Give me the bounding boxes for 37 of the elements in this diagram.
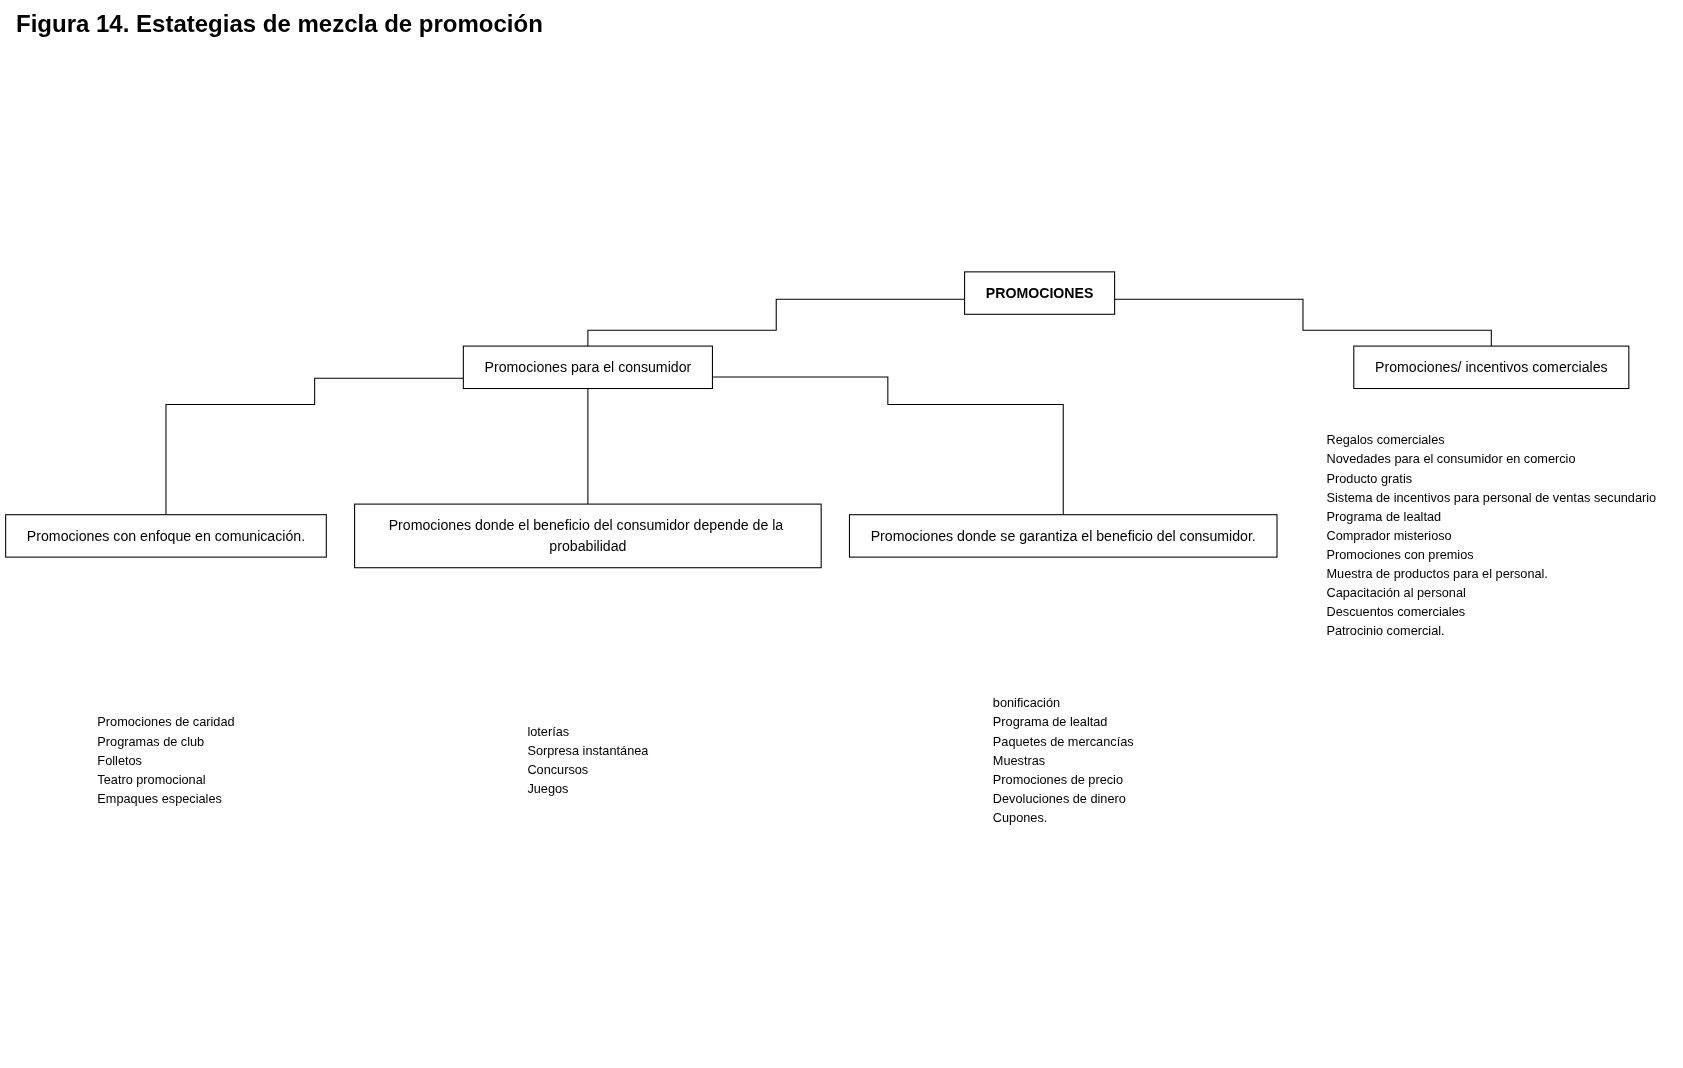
node-label: Teatro promocional	[97, 772, 206, 787]
node-label: bonificación	[992, 696, 1061, 711]
node-box: Promociones/ incentivos comerciales	[1353, 345, 1630, 390]
node-box: Promociones con enfoque en comunicación.	[5, 514, 327, 558]
node-label: Promociones de precio	[992, 772, 1124, 787]
node-label: Producto gratis	[1326, 471, 1413, 486]
node-label: Capacitación al personal	[1326, 585, 1466, 600]
node-label: Descuentos comerciales	[1326, 604, 1466, 619]
node-label: Programa de lealtad	[1326, 509, 1442, 524]
connector	[165, 377, 464, 516]
node-box: PROMOCIONES	[964, 271, 1116, 315]
connector	[587, 388, 589, 505]
node-label: Muestras	[992, 753, 1046, 768]
node-label: Sorpresa instantánea	[527, 743, 649, 758]
node-label: Devoluciones de dinero	[992, 791, 1126, 806]
node-label: Sistema de incentivos para personal de ventas secundario	[1326, 490, 1657, 505]
node-label: Novedades para el consumidor en comercio	[1326, 452, 1576, 467]
node-label: Concursos	[527, 762, 589, 777]
figure-title: Figura 14. Estategias de mezcla de promoción	[16, 10, 543, 38]
node-label: Empaques especiales	[97, 791, 222, 806]
node-label: Programa de lealtad	[992, 715, 1108, 730]
node-label: Muestra de productos para el personal.	[1326, 566, 1548, 581]
node-label: Promociones con premios	[1326, 547, 1474, 562]
node-label: Promociones de caridad	[97, 715, 235, 730]
node-label: Folletos	[97, 753, 142, 768]
node-label: Comprador misterioso	[1326, 528, 1452, 543]
node-box: Promociones donde el beneficio del consumidor depende de la probabilidad	[354, 503, 822, 569]
node-label: Paquetes de mercancías	[992, 734, 1134, 749]
node-label: Cupones.	[992, 810, 1048, 825]
node-box: Promociones donde se garantiza el beneficio del consumidor.	[848, 514, 1278, 558]
connector	[1114, 298, 1492, 347]
node-label: Juegos	[527, 781, 569, 797]
node-label: Patrocinio comercial.	[1326, 623, 1445, 639]
node-box: Promociones para el consumidor	[462, 345, 713, 390]
node-label: Regalos comerciales	[1326, 433, 1445, 448]
node-label: loterías	[527, 724, 570, 739]
node-label: Programas de club	[97, 734, 205, 749]
